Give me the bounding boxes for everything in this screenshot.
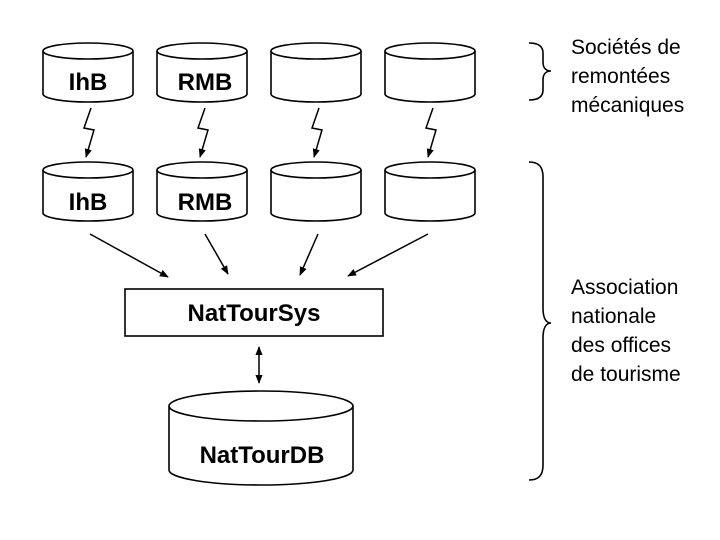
source-db-1-label: IhB (69, 69, 108, 96)
replica-db-4 (384, 161, 476, 222)
group-label-line: nationale (571, 305, 657, 328)
replication-arrow-2 (197, 107, 209, 158)
replication-arrow-1 (83, 107, 95, 158)
group-label-line: des offices (571, 334, 672, 357)
source-db-2: RMB (156, 42, 248, 103)
group-label-line: de tourisme (571, 363, 681, 386)
brace-tourism-association (528, 161, 552, 481)
nattoursys-box: NatTourSys (124, 288, 384, 337)
replication-arrow-3 (311, 107, 323, 158)
nattourdb-label: NatTourDB (200, 442, 325, 469)
replica-db-1: IhB (42, 161, 134, 222)
replica-db-2: RMB (156, 161, 248, 222)
group-label-tourism-association: Association nationale des offices de tou… (571, 273, 681, 389)
source-db-1: IhB (42, 42, 134, 103)
replication-arrow-4 (425, 107, 437, 158)
feed-arrow-2 (204, 233, 229, 275)
replica-db-3 (270, 161, 362, 222)
replica-db-2-label: RMB (178, 189, 233, 216)
group-label-line: remontées (571, 65, 671, 88)
replica-db-1-label: IhB (69, 189, 108, 216)
group-label-line: mécaniques (571, 94, 685, 117)
feed-arrow-4 (347, 233, 429, 277)
feed-arrow-1 (89, 233, 169, 278)
feed-arrow-3 (299, 233, 319, 276)
nattourdb-cylinder: NatTourDB (168, 390, 354, 486)
group-label-lift-companies: Sociétés de remontées mécaniques (571, 33, 684, 120)
source-db-3 (270, 42, 362, 103)
brace-lift-companies (528, 42, 552, 101)
group-label-line: Sociétés de (571, 36, 681, 59)
group-label-line: Association (571, 276, 679, 299)
nattoursys-label: NatTourSys (188, 300, 321, 327)
source-db-2-label: RMB (178, 69, 233, 96)
source-db-4 (384, 42, 476, 103)
